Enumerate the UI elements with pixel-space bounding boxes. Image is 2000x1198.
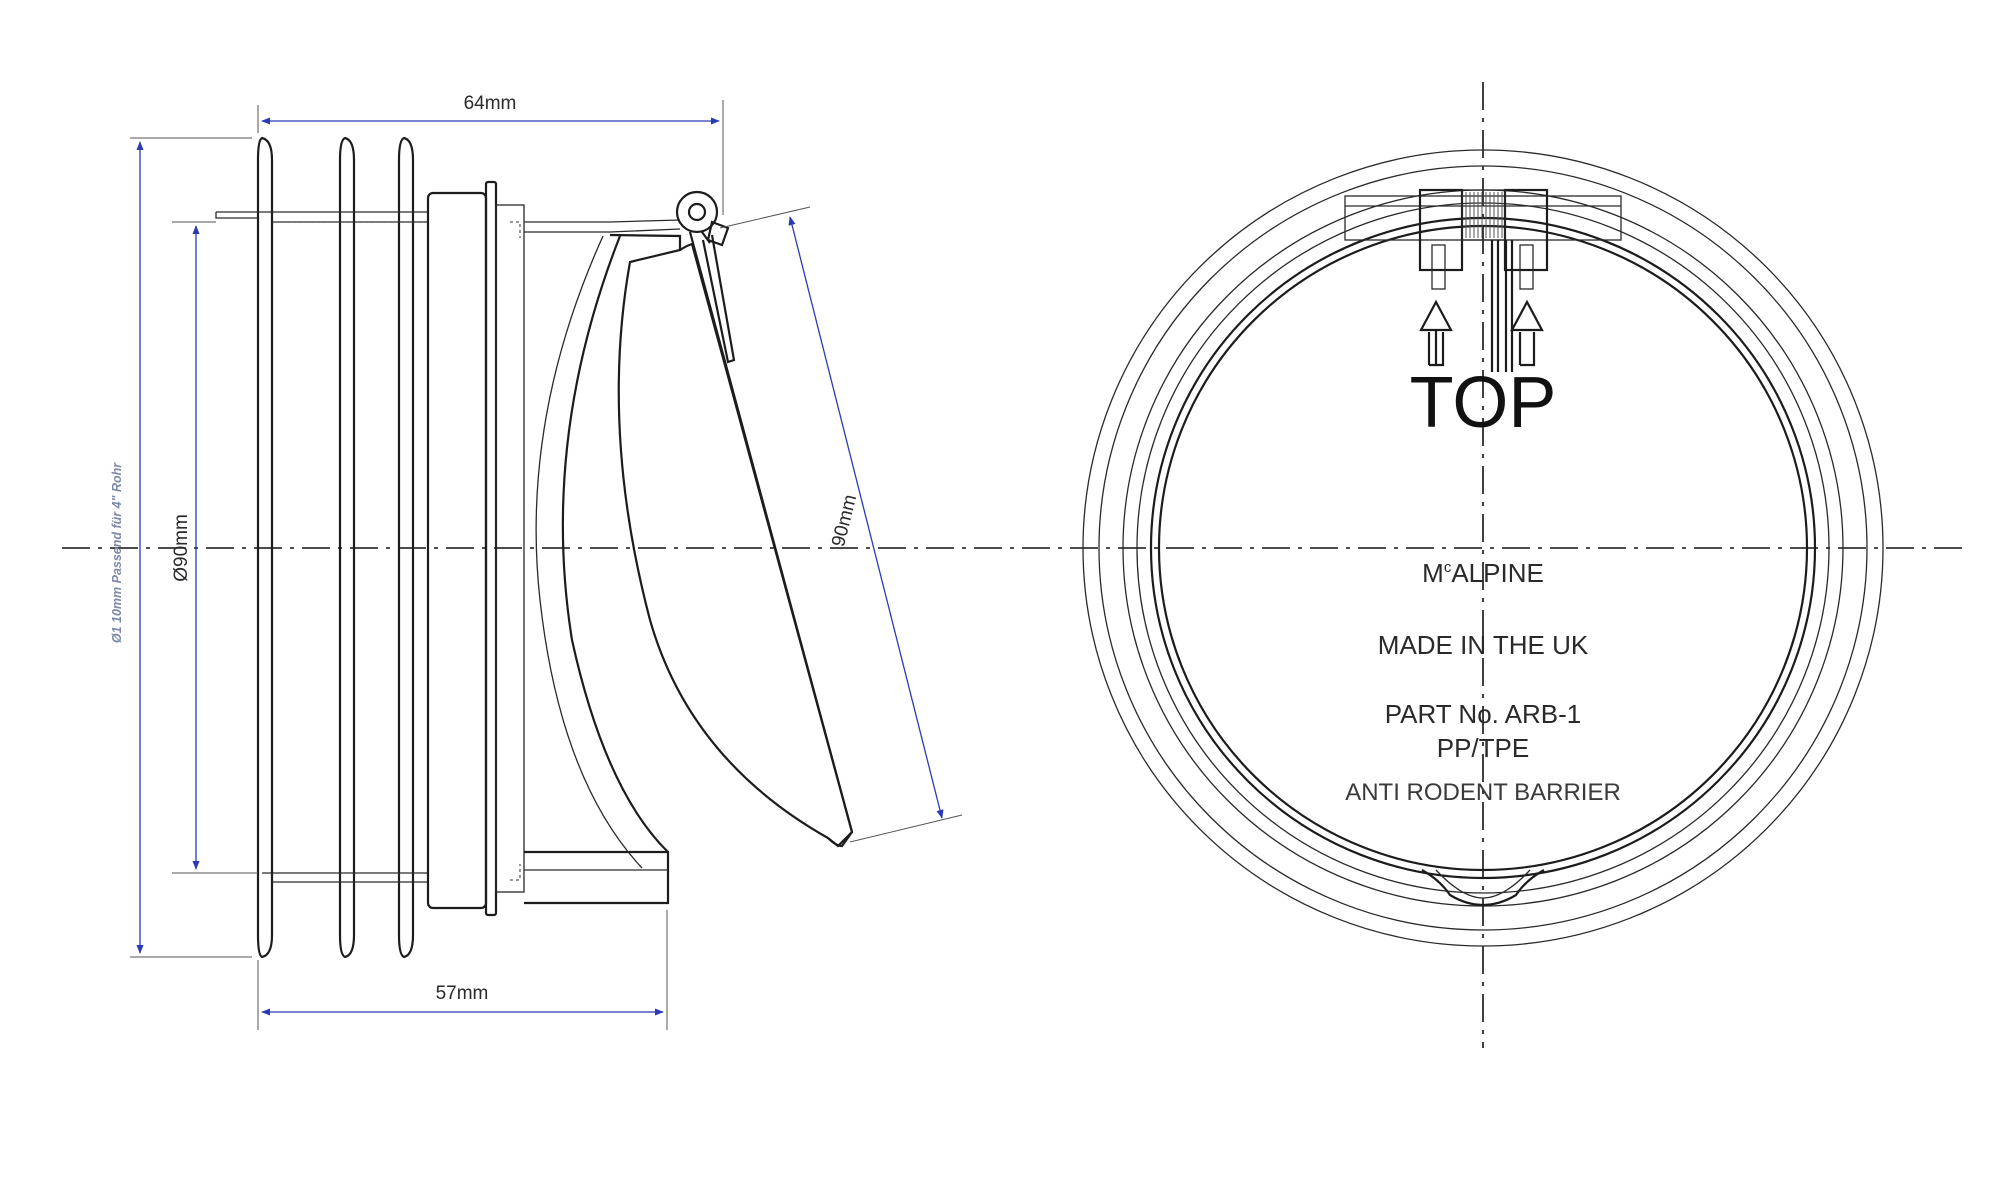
- ext-flap-bottom: [849, 814, 963, 843]
- collar-inner-dash: [510, 221, 521, 881]
- flap-tip: [827, 831, 853, 848]
- bottom-notch-inner: [1435, 869, 1531, 899]
- dim-flap-text: 90mm: [828, 493, 861, 549]
- product-name-label: ANTI RODENT BARRIER: [1345, 779, 1621, 806]
- flap-housing-outer: [535, 235, 643, 869]
- outlet-top: [524, 219, 681, 223]
- bottom-notch: [1421, 869, 1545, 906]
- dim-90mm-text: Ø90mm: [171, 514, 192, 582]
- post-left: [1431, 244, 1446, 290]
- post-right: [1519, 244, 1534, 290]
- arrow-up-left-shaft: [1427, 332, 1445, 367]
- dim-line-flap: [788, 216, 944, 819]
- dim-110mm-note: Ø1 10mm Passend für 4" Rohr: [110, 462, 124, 643]
- outlet-top-2: [524, 228, 681, 233]
- flap-body: [679, 242, 854, 833]
- collar-step: [495, 204, 525, 893]
- top-tab: [215, 212, 258, 219]
- center-rods: [1490, 240, 1514, 372]
- ring-4: [1136, 202, 1830, 894]
- hinge-lever: [701, 234, 736, 364]
- dim-57mm-text: 57mm: [436, 983, 489, 1004]
- arrow-up-left-icon: [1419, 299, 1453, 365]
- hinge-latch: [706, 220, 730, 247]
- outlet-bottom: [524, 850, 670, 905]
- spring-coils: [1465, 192, 1503, 238]
- dim-64mm-text: 64mm: [464, 93, 517, 114]
- arrow-up-right-icon: [1510, 299, 1544, 332]
- body-collar: [426, 191, 488, 910]
- flange-1: [256, 136, 274, 959]
- material-label: PP/TPE: [1437, 733, 1529, 763]
- top-marker: TOP: [1410, 363, 1557, 443]
- made-in-label: MADE IN THE UK: [1378, 630, 1589, 660]
- end-view: TOP McALPINE MADE IN THE UK PART No. ARB…: [1082, 82, 1884, 1048]
- ext-flap-top: [719, 206, 811, 229]
- flange-2: [338, 136, 356, 959]
- arrow-up-right-shaft: [1518, 332, 1536, 367]
- hinge-outer: [675, 190, 719, 234]
- ring-2: [1098, 165, 1868, 931]
- flange-3: [397, 136, 415, 959]
- flap-arm: [609, 233, 829, 839]
- brand-name: McALPINE: [1422, 558, 1544, 588]
- flap-housing-inner: [561, 235, 669, 853]
- hinge-inner: [687, 202, 707, 222]
- ring-5: [1149, 216, 1817, 880]
- hinge-spring: [1461, 189, 1506, 241]
- inner-ring: [1157, 224, 1809, 872]
- part-number-label: PART No. ARB-1: [1385, 699, 1582, 729]
- outer-ring: [1082, 149, 1884, 947]
- side-view: 64mm 57mm Ø90mm 90mm Ø1 10mm Passend für…: [110, 93, 963, 1030]
